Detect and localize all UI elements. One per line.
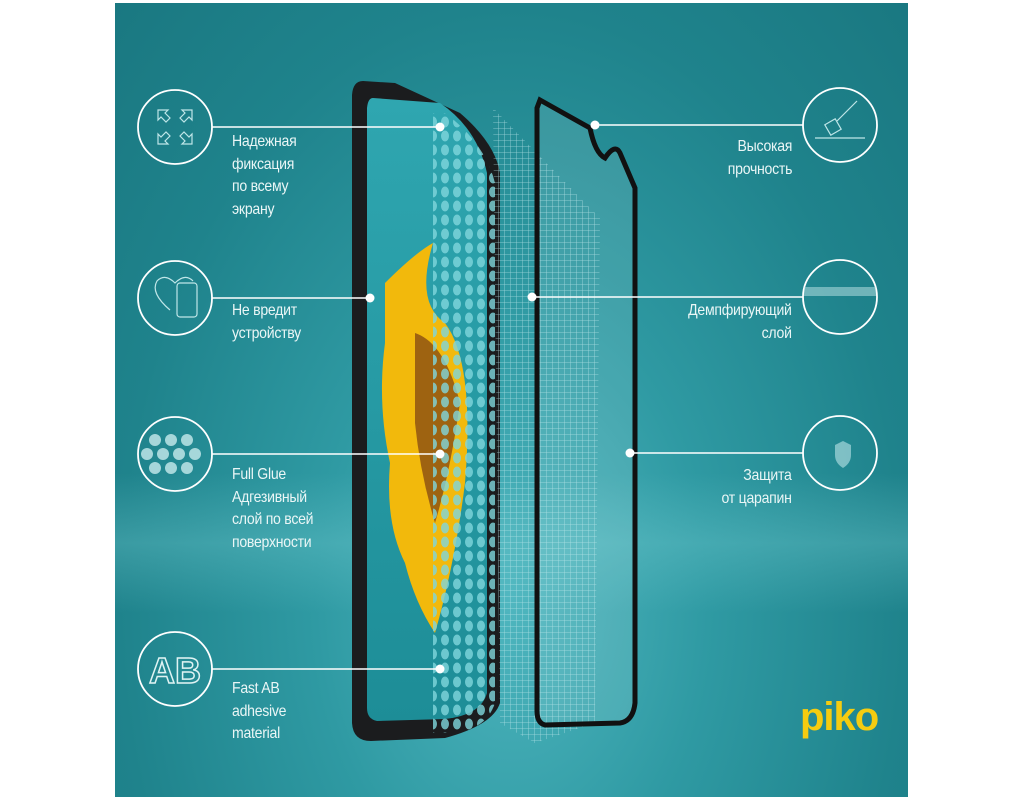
feature-damping-layer: Демпфирующий слой xyxy=(688,300,792,345)
glass-protector xyxy=(534,96,638,728)
feature-text-line: Защита xyxy=(743,467,793,484)
ab-fast-icon xyxy=(137,631,213,707)
feature-text-line: material xyxy=(232,725,280,742)
feature-text-line: Высокая xyxy=(737,138,792,155)
feature-text-line: Fast AB xyxy=(232,680,280,697)
feature-text-line: Демпфирующий xyxy=(688,302,792,319)
feature-text-line: слой xyxy=(761,324,792,342)
feature-high-strength: Высокая прочность xyxy=(727,136,793,181)
feature-text-line: фиксация xyxy=(232,155,295,173)
feature-text-line: Адгезивный xyxy=(232,488,307,506)
hammer-icon xyxy=(802,87,878,163)
dots-pattern-icon xyxy=(137,416,213,492)
scene: AB xyxy=(137,81,878,743)
feature-scratch-protection: Защита от царапин xyxy=(722,465,792,510)
feature-text-line: adhesive xyxy=(232,702,287,720)
heart-phone-icon xyxy=(137,260,213,336)
feature-text-line: Full Glue xyxy=(232,466,286,483)
svg-text:AB: AB xyxy=(149,650,201,691)
piko-logo: piko xyxy=(800,695,879,739)
feature-text-line: Не вредит xyxy=(232,302,297,319)
arrows-expand-icon xyxy=(137,89,213,165)
feature-text-line: слой по всей xyxy=(232,511,314,528)
shield-icon xyxy=(802,415,878,491)
feature-text-line: прочность xyxy=(727,160,793,178)
connector-dots xyxy=(365,120,635,674)
adhesive-layer xyxy=(433,113,495,733)
damping-layer-icon xyxy=(802,259,878,335)
feature-text-line: экрану xyxy=(232,200,275,218)
feature-full-glue: Full Glue Адгезивный слой по всей поверх… xyxy=(232,464,314,554)
product-infographic: AB Надежная фиксация по всему экрану Не … xyxy=(115,3,908,797)
feature-text-line: Надежная xyxy=(232,133,297,150)
damping-layer xyxy=(493,108,600,743)
feature-text-line: по всему xyxy=(232,178,289,195)
feature-device-safe: Не вредит устройству xyxy=(232,300,301,345)
feature-full-screen-fixation: Надежная фиксация по всему экрану xyxy=(232,131,297,221)
feature-text-line: устройству xyxy=(232,324,301,342)
feature-text-line: от царапин xyxy=(721,489,792,507)
feature-fast-ab: Fast AB adhesive material xyxy=(232,678,287,746)
feature-text-line: поверхности xyxy=(232,533,312,551)
connector-lines xyxy=(212,124,803,670)
